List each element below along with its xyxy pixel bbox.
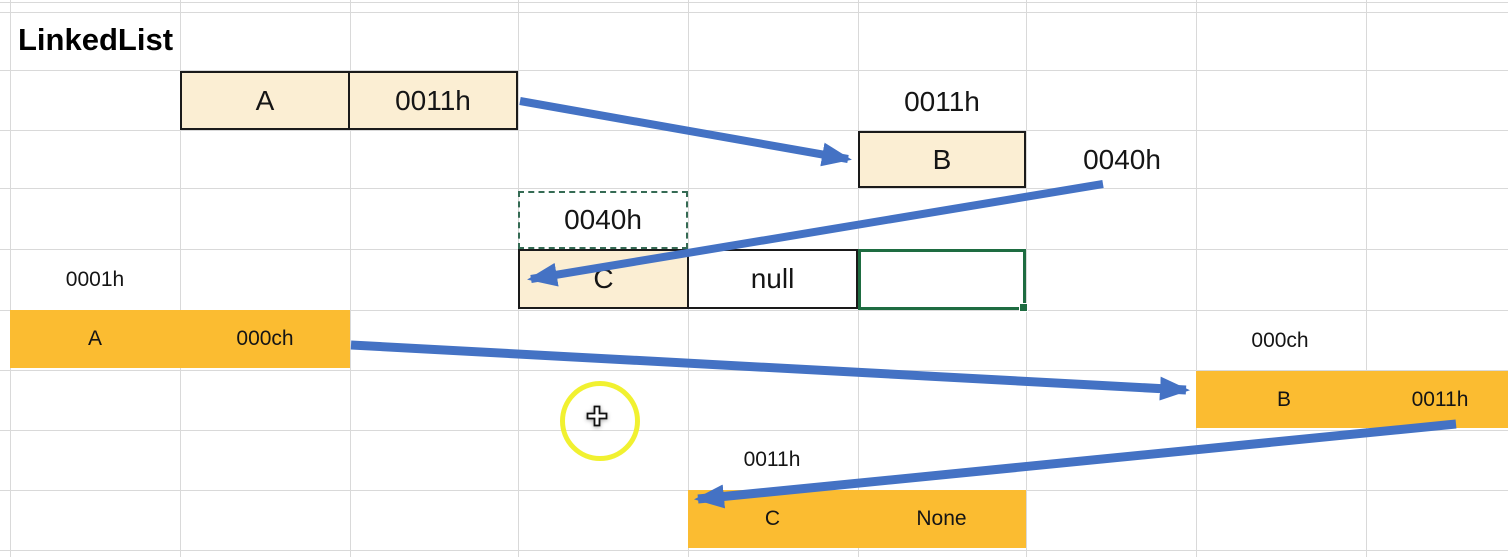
top-node-a[interactable]: A 0011h [180,71,518,130]
gridline [10,0,11,557]
bottom-node-c-next-cell: None [916,507,967,530]
bottom-node-b-next-cell: 0011h [1411,387,1469,411]
bottom-node-b[interactable]: B 0011h [1196,371,1508,428]
arrow-top-b-to-c[interactable] [527,180,1104,287]
top-node-b[interactable]: B [858,131,1026,188]
gridline [350,0,351,557]
selected-cell[interactable] [858,249,1028,312]
arrow-top-a-to-b[interactable] [519,97,852,167]
top-node-b-address-label: 0011h [904,86,980,117]
arrow-bottom-b-to-c[interactable] [694,419,1457,509]
bottom-node-b-address-label: 000ch [1251,329,1309,352]
gridline [0,2,1508,3]
top-node-a-value-cell: A [255,84,275,116]
top-node-b-next-label: 0040h [1083,143,1161,175]
arrow-bottom-a-to-b[interactable] [350,340,1190,401]
gridline [1026,0,1027,557]
top-node-b-value-cell: B [932,143,952,175]
gridline [0,70,1508,71]
bottom-node-a-address-label: 0001h [65,268,125,291]
bottom-node-c[interactable]: C None [688,490,1026,548]
gridline [0,430,1508,431]
page-title: LinkedList [18,22,174,57]
gridline [0,130,1508,131]
gridline [0,188,1508,189]
yellow-circle-highlight [560,381,640,461]
bottom-node-a-value-cell: A [87,327,102,350]
top-node-c-next-cell: null [687,251,856,307]
bottom-node-c-address-label: 0011h [743,448,801,471]
top-node-a-next-cell: 0011h [348,73,516,128]
bottom-node-a-next-cell: 000ch [236,327,294,350]
copied-cell-dashed-box[interactable]: 0040h [518,191,688,249]
gridline [0,12,1508,13]
gridline [0,550,1508,551]
bottom-node-c-value-cell: C [764,507,781,530]
gridline [1196,0,1197,557]
gridline [0,310,1508,311]
top-node-c[interactable]: C null [518,249,858,309]
bottom-node-a[interactable]: A 000ch [10,310,350,368]
gridline [180,0,181,557]
gridline [1366,0,1367,557]
selection-fill-handle[interactable] [1019,303,1028,312]
bottom-node-b-value-cell: B [1276,387,1291,411]
excel-plus-cursor-icon [586,405,608,427]
